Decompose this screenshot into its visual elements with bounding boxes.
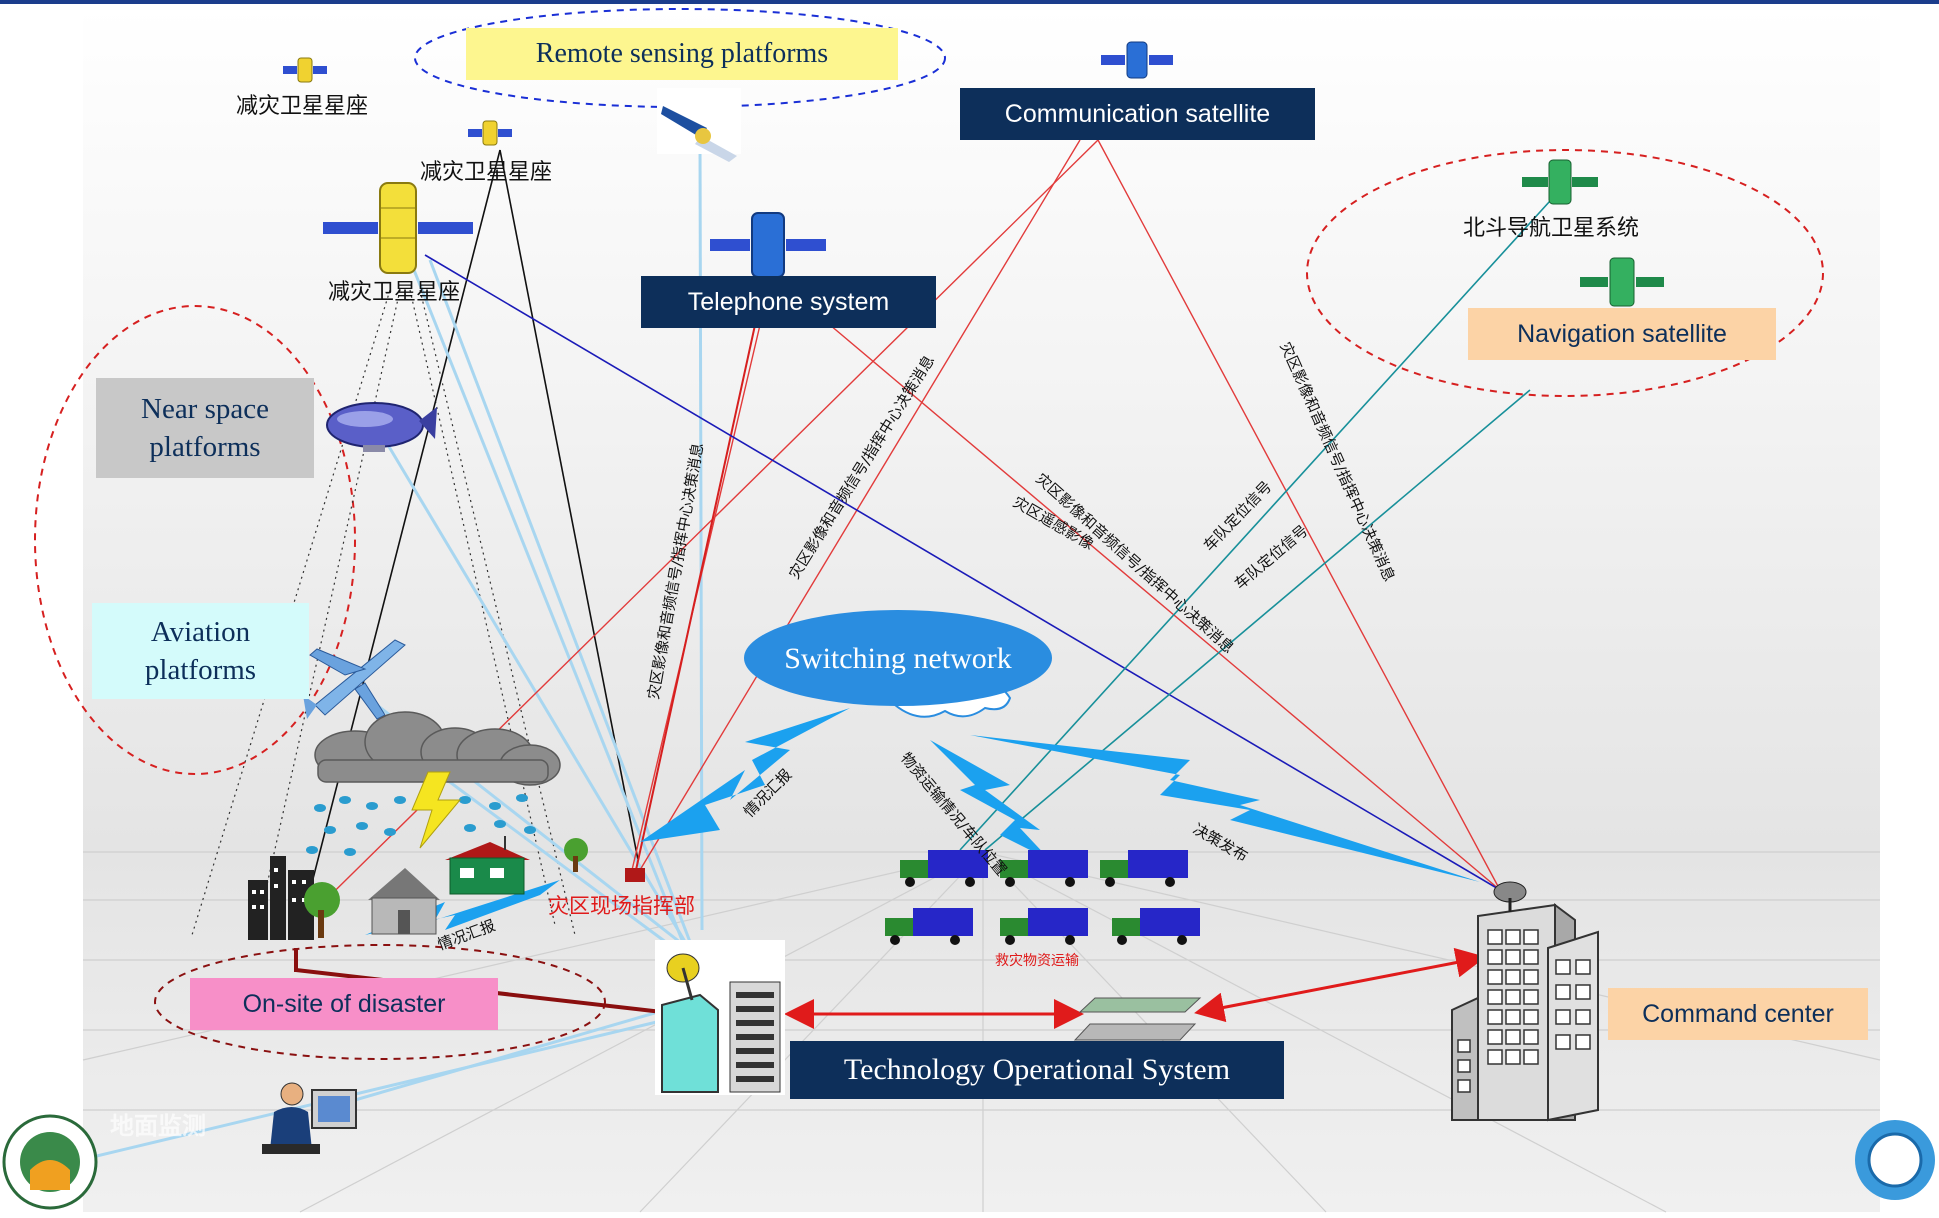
satellite-icon: [283, 57, 327, 83]
truck-icon: [1000, 908, 1088, 945]
storm-cloud-icon: [306, 711, 561, 856]
truck-icon: [885, 908, 973, 945]
truck-fleet: [885, 850, 1200, 945]
satellite-icon: [710, 212, 826, 278]
remote-sensing-label: Remote sensing platforms: [466, 28, 898, 80]
constellation-label: 减灾卫星星座: [236, 94, 369, 119]
lightning-icon: [411, 771, 462, 849]
truck-icon: [1100, 850, 1188, 887]
navigation-satellite-label: Navigation satellite: [1468, 308, 1776, 360]
aviation-label: Aviation platforms: [92, 603, 309, 699]
switching-cloud: [744, 610, 1052, 718]
remote-sensing-satellite-icon: [657, 88, 741, 162]
onsite-label: On-site of disaster: [190, 978, 498, 1030]
near-space-label: Near space platforms: [96, 378, 314, 478]
satellite-icon: [1522, 159, 1598, 205]
command-center-label: Command center: [1608, 988, 1868, 1040]
platforms-ellipse: [34, 305, 356, 775]
house-icon: [445, 836, 645, 895]
ground-monitor-label: 地面监测: [110, 1112, 206, 1140]
airplane-icon: [303, 639, 406, 720]
navigation-lines: [959, 189, 1561, 851]
satellite-icon: [323, 182, 473, 274]
onsite-ellipse: [154, 944, 606, 1060]
tech-ops-building-icon: [655, 940, 785, 1095]
satellite-icon: [468, 120, 512, 146]
constellation-label: 减灾卫星星座: [328, 280, 461, 305]
city-buildings-icon: [248, 856, 340, 940]
telephone-system-label: Telephone system: [641, 276, 936, 328]
switching-network-label: Switching network: [784, 642, 1012, 675]
beidou-label: 北斗导航卫星系统: [1463, 216, 1640, 241]
truck-icon: [900, 850, 988, 887]
hub-to-command-arrow: [1194, 947, 1486, 1023]
top-rule: [0, 0, 1939, 4]
navigation-ellipse: [1306, 149, 1824, 397]
site-hq-label: 灾区现场指挥部: [548, 894, 695, 918]
satellite-icon: [1580, 257, 1664, 307]
house-icon: [368, 868, 440, 935]
constellation-label: 减灾卫星星座: [420, 160, 553, 185]
truck-icon: [1000, 850, 1088, 887]
relief-transport-label: 救灾物资运输: [995, 953, 1079, 969]
computer-operator-icon: [262, 1082, 357, 1154]
remote-image-line: [424, 254, 1501, 891]
communication-satellite-label: Communication satellite: [960, 88, 1315, 140]
command-center-building-icon: [1451, 881, 1599, 1122]
satellite-icon: [1101, 41, 1173, 79]
airship-icon: [326, 402, 437, 452]
truck-icon: [1112, 908, 1200, 945]
tech-ops-label: Technology Operational System: [790, 1041, 1284, 1099]
logo-icon: [1855, 1120, 1935, 1200]
logo-icon: [2, 1114, 98, 1210]
red-uplink: [635, 324, 756, 871]
